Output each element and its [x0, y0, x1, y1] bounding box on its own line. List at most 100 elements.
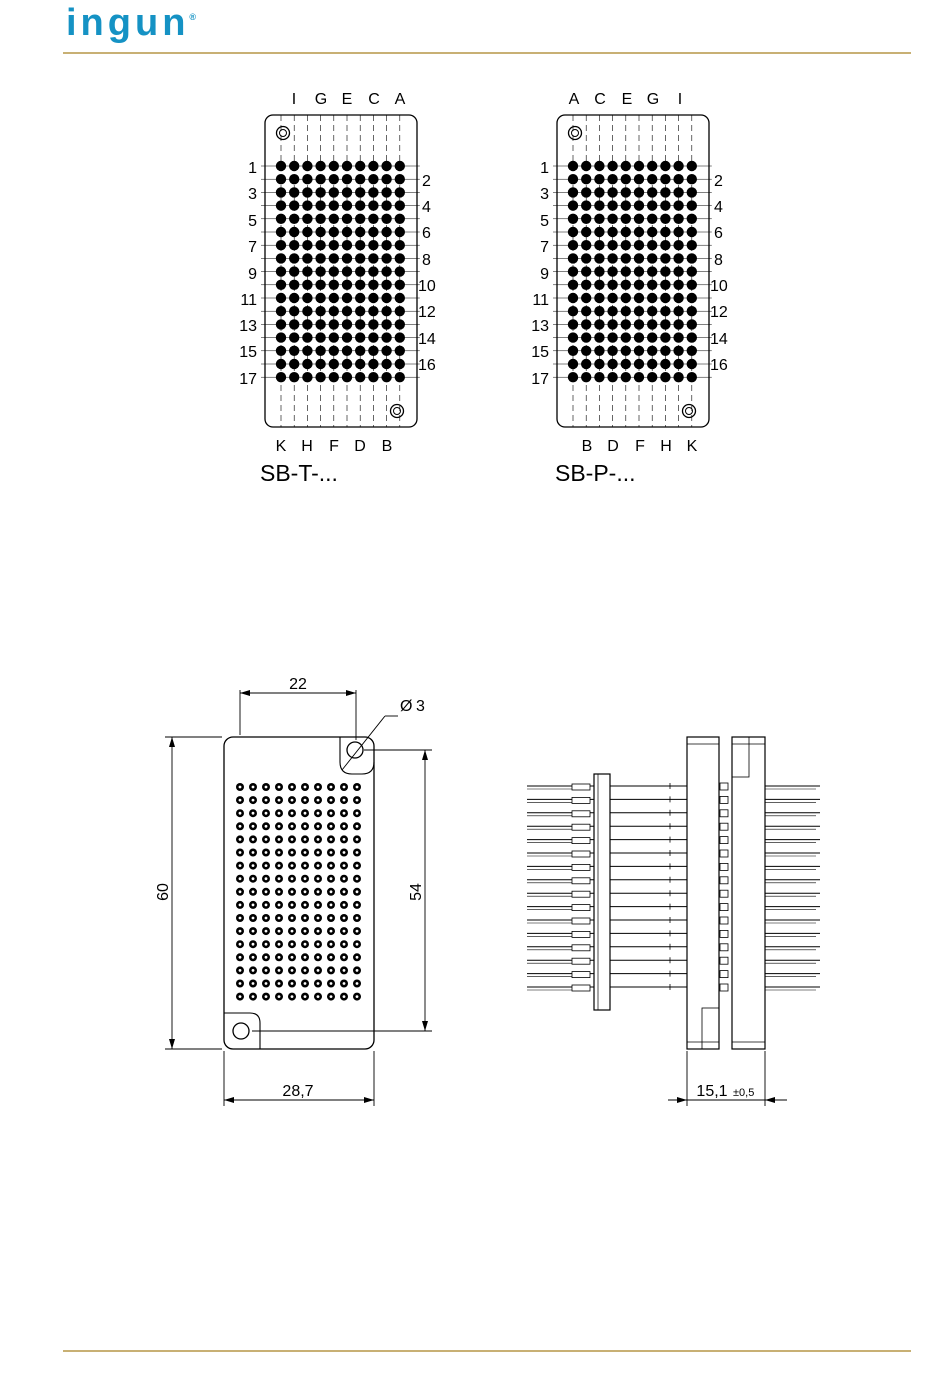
contact-hole-center	[278, 904, 281, 907]
contact-hole-center	[239, 838, 242, 841]
mounting-hole-icon	[683, 405, 696, 418]
pin-sleeve	[572, 958, 590, 964]
contact-hole-center	[317, 982, 320, 985]
row-label: 14	[418, 331, 436, 348]
contact-hole-center	[317, 812, 320, 815]
contact-hole-center	[265, 851, 268, 854]
contact-hole-center	[291, 969, 294, 972]
contact-hole-center	[239, 864, 242, 867]
contact-hole-center	[356, 943, 359, 946]
column-label: I	[678, 91, 682, 108]
contact-hole-center	[317, 799, 320, 802]
contact-hole-center	[343, 786, 346, 789]
side-view: 15,1 ±0,5	[527, 737, 820, 1106]
pin-sleeve	[572, 931, 590, 937]
contact-hole-center	[330, 838, 333, 841]
contact-hole-center	[239, 956, 242, 959]
contact-hole-center	[356, 851, 359, 854]
mounting-hole-icon	[233, 1023, 249, 1039]
contact-hole-center	[278, 943, 281, 946]
contact-spring	[720, 877, 728, 884]
column-label: D	[607, 438, 619, 455]
pinout-sb-p: A C E G I B D F H K 1 3 5 7 9 11 13 15 1…	[531, 91, 728, 486]
mounting-hole-inner	[280, 130, 287, 137]
contact-hole-center	[343, 825, 346, 828]
contact-hole-center	[304, 799, 307, 802]
contact-hole-center	[330, 825, 333, 828]
contact-hole-center	[304, 864, 307, 867]
row-label: 6	[714, 225, 723, 242]
contact-spring	[720, 890, 728, 897]
pinout-caption: SB-T-...	[260, 460, 338, 486]
contact-hole-center	[317, 851, 320, 854]
contact-hole-center	[265, 890, 268, 893]
contact-hole-center	[239, 812, 242, 815]
contact-spring	[720, 850, 728, 857]
contact-hole-center	[252, 864, 255, 867]
row-label: 15	[239, 344, 257, 361]
column-label: F	[635, 438, 645, 455]
contact-hole-center	[265, 982, 268, 985]
dimension-height: 60	[155, 883, 172, 901]
column-label: C	[368, 91, 380, 108]
row-label: 3	[248, 186, 257, 203]
contact-hole-center	[252, 982, 255, 985]
pin-sleeve	[572, 811, 590, 817]
contact-hole-center	[265, 917, 268, 920]
contact-hole-center	[356, 930, 359, 933]
contact-hole-center	[291, 956, 294, 959]
column-label: G	[647, 91, 659, 108]
row-label: 11	[532, 292, 549, 309]
column-label: H	[660, 438, 672, 455]
contact-hole-center	[239, 786, 242, 789]
row-label: 11	[240, 292, 257, 309]
contact-spring	[720, 944, 728, 951]
contact-spring	[720, 957, 728, 964]
contact-hole-center	[304, 982, 307, 985]
contact-hole-center	[356, 917, 359, 920]
contact-hole-center	[330, 982, 333, 985]
contact-hole-center	[252, 877, 255, 880]
contact-hole-center	[330, 812, 333, 815]
contact-hole-center	[291, 995, 294, 998]
contact-hole-center	[356, 825, 359, 828]
contact-hole-center	[252, 956, 255, 959]
contact-hole-center	[304, 786, 307, 789]
row-label: 12	[418, 304, 436, 321]
contact-hole-center	[304, 877, 307, 880]
contact-hole-center	[356, 904, 359, 907]
contact-hole-center	[291, 786, 294, 789]
contact-hole-center	[291, 825, 294, 828]
contact-hole-center	[330, 851, 333, 854]
contact-hole-center	[291, 799, 294, 802]
pin-sleeve	[572, 824, 590, 830]
contact-hole-center	[330, 877, 333, 880]
dimension-depth-tolerance: ±0,5	[733, 1087, 754, 1099]
contact-hole-center	[343, 943, 346, 946]
column-label: H	[301, 438, 313, 455]
contact-hole-center	[343, 851, 346, 854]
row-label: 10	[418, 278, 436, 295]
contact-hole-center	[330, 995, 333, 998]
contact-hole-center	[265, 812, 268, 815]
contact-hole-center	[252, 995, 255, 998]
contact-spring	[720, 863, 728, 870]
mounting-hole-inner	[686, 408, 693, 415]
contact-hole-center	[278, 864, 281, 867]
row-label: 15	[531, 344, 549, 361]
row-label: 2	[422, 173, 431, 190]
contact-hole-center	[317, 904, 320, 907]
contact-hole-center	[330, 930, 333, 933]
contact-hole-center	[278, 799, 281, 802]
contact-hole-center	[291, 943, 294, 946]
contact-hole-center	[304, 851, 307, 854]
contact-hole-center	[239, 799, 242, 802]
contact-hole-center	[265, 799, 268, 802]
row-label: 7	[540, 239, 549, 256]
contact-hole-center	[317, 786, 320, 789]
contact-hole-center	[356, 956, 359, 959]
contact-hole-center	[317, 838, 320, 841]
pin-sleeve	[572, 878, 590, 884]
contact-hole-center	[330, 917, 333, 920]
